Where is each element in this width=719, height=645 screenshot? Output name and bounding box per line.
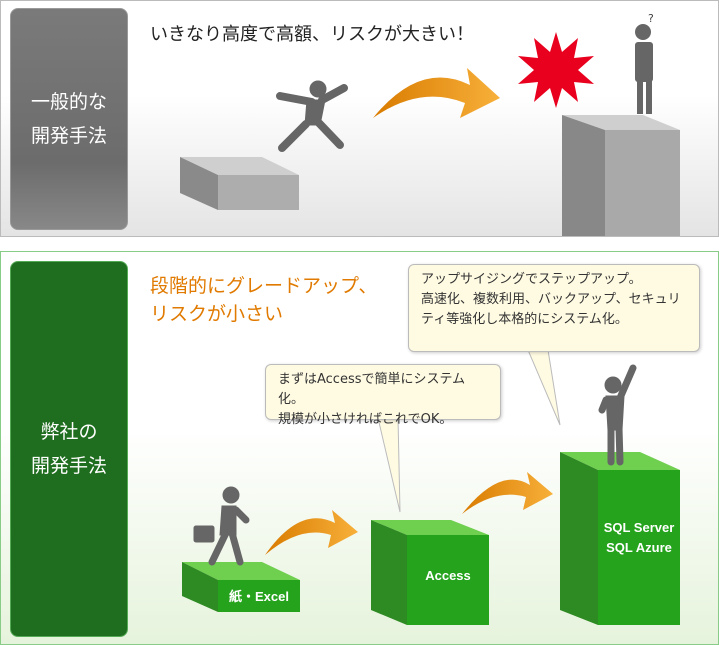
our-method-label: 弊社の 開発手法 — [10, 261, 128, 637]
block-excel — [182, 562, 300, 612]
access-callout: まずはAccessで簡単にシステム化。 規模が小さければこれでOK。 — [265, 364, 501, 427]
orange-arrow-icon — [373, 68, 500, 118]
walking-person-icon — [193, 486, 250, 566]
block-access — [371, 520, 489, 625]
step-access-label: Access — [425, 568, 471, 583]
conventional-illustration: ? — [180, 12, 680, 236]
conventional-label: 一般的な 開発手法 — [10, 8, 128, 230]
block-sql — [560, 452, 680, 625]
explosion-icon — [518, 32, 594, 108]
confused-person-icon: ? — [635, 12, 654, 114]
our-method-headline: 段階的にグレードアップ、 リスクが小さい — [150, 275, 378, 325]
jumping-person-icon — [276, 80, 348, 152]
step-sql-label: SQL Server SQL Azure — [603, 520, 675, 555]
svg-text:?: ? — [648, 12, 654, 25]
step-excel-label: 紙・Excel — [229, 589, 289, 604]
small-gray-block — [180, 157, 299, 210]
conventional-headline: いきなり高度で高額、リスクが大きい！ — [150, 24, 474, 45]
orange-arrow-icon — [462, 472, 553, 514]
cheering-person-icon — [598, 364, 637, 466]
sql-callout: アップサイジングでステップアップ。 高速化、複数利用、バックアップ、セキュリ テ… — [408, 264, 700, 352]
tall-gray-block — [562, 115, 680, 236]
steps-illustration — [182, 349, 680, 625]
orange-arrow-icon — [265, 510, 358, 555]
